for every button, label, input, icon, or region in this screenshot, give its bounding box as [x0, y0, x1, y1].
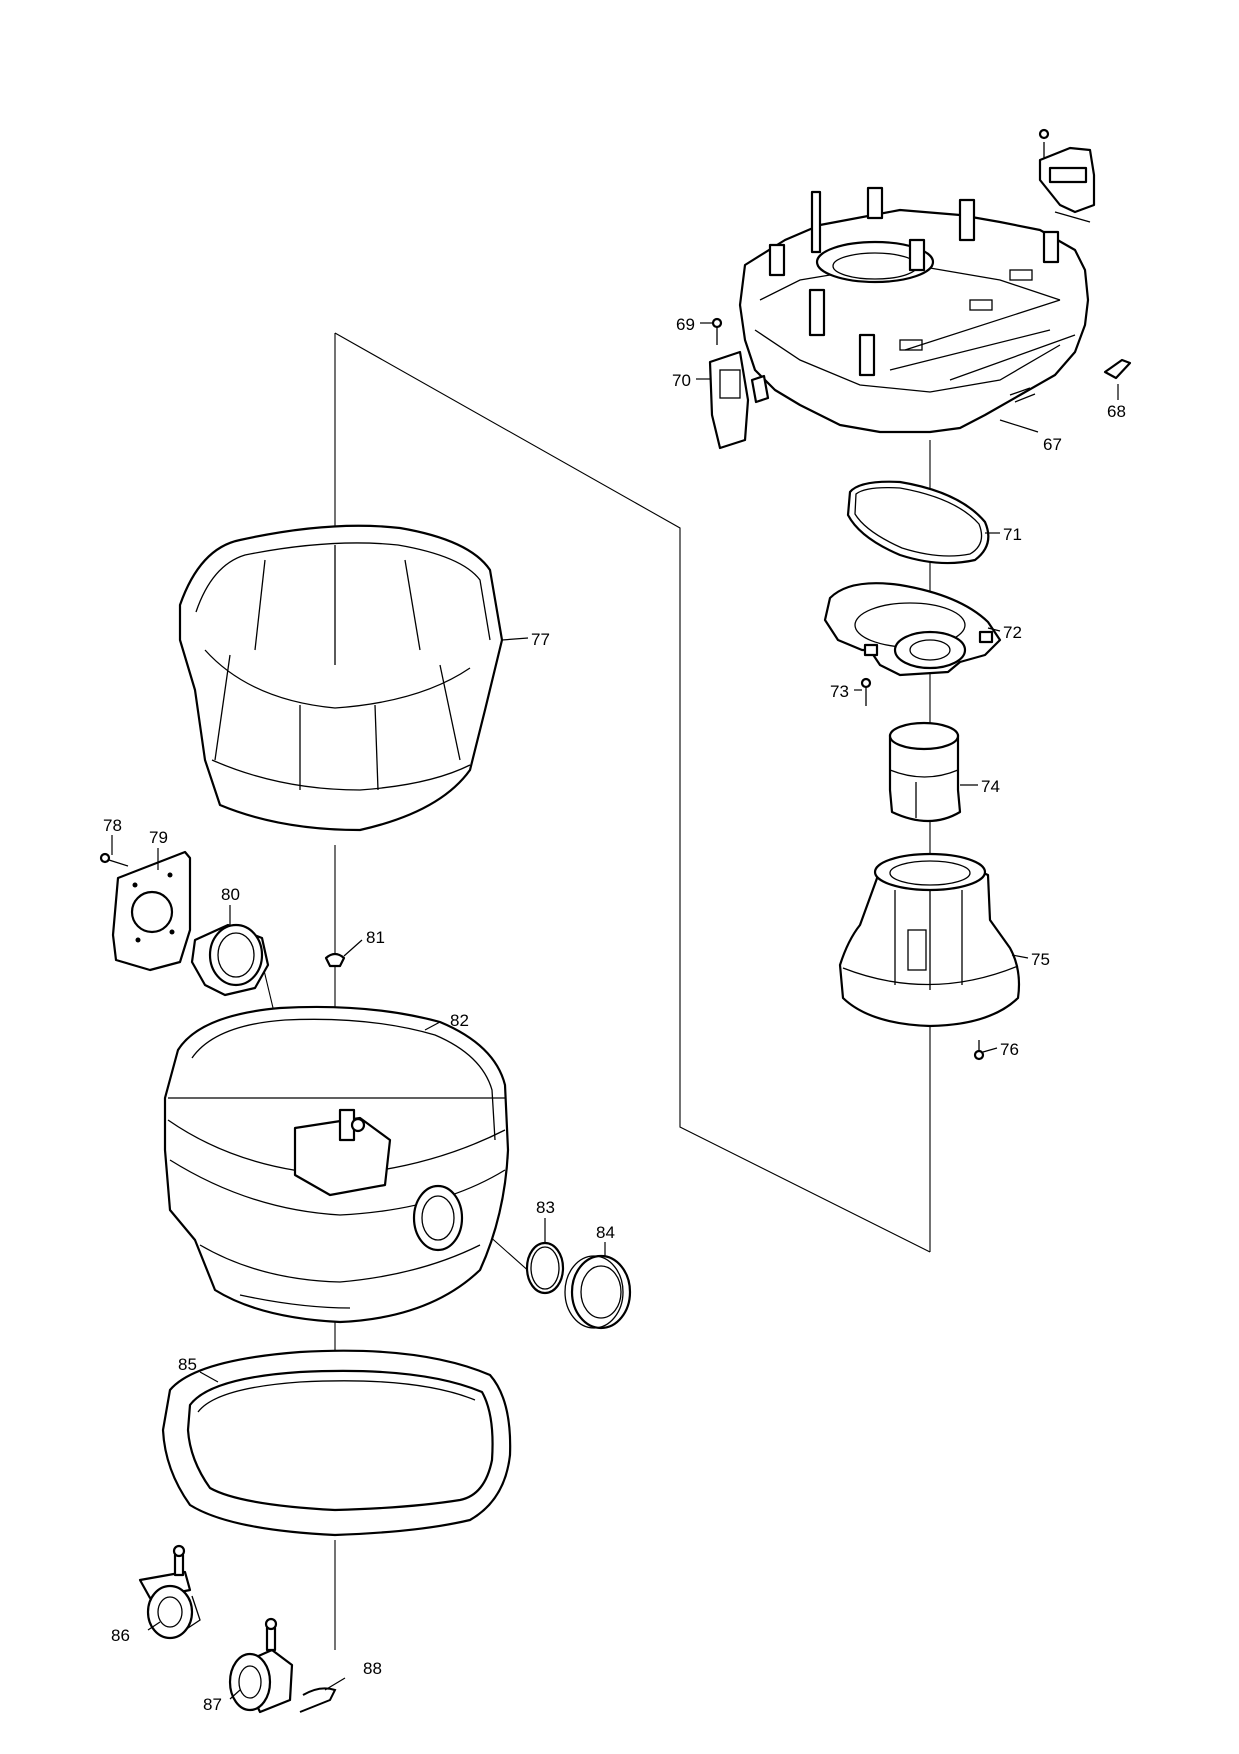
callout-82: 82 — [450, 1011, 469, 1030]
part-74-cylinder — [888, 721, 962, 822]
callout-79: 79 — [149, 828, 168, 847]
part-88-clip — [299, 1687, 337, 1713]
part-81-stopper — [324, 952, 346, 968]
callout-78: 78 — [103, 816, 122, 835]
callout-83: 83 — [536, 1198, 555, 1217]
callout-88: 88 — [363, 1659, 382, 1678]
part-73-screw — [860, 677, 872, 706]
part-75-cage — [838, 852, 1021, 1028]
part-84-ring — [564, 1254, 632, 1330]
callout-numbers: 67 68 69 70 71 72 73 74 75 76 77 78 79 8… — [103, 315, 1126, 1714]
part-80-inlet — [190, 923, 270, 997]
callout-76: 76 — [1000, 1040, 1019, 1059]
part-79-plate — [111, 850, 192, 972]
callout-71: 71 — [1003, 525, 1022, 544]
callout-74: 74 — [981, 777, 1000, 796]
callout-69: 69 — [676, 315, 695, 334]
part-85-base — [161, 1349, 512, 1537]
part-68-latch — [1103, 358, 1132, 380]
part-71-gasket — [846, 480, 990, 565]
callout-73: 73 — [830, 682, 849, 701]
callout-86: 86 — [111, 1626, 130, 1645]
callout-81: 81 — [366, 928, 385, 947]
part-70-flap — [708, 350, 770, 450]
callout-77: 77 — [531, 630, 550, 649]
callout-85: 85 — [178, 1355, 197, 1374]
callout-72: 72 — [1003, 623, 1022, 642]
callout-84: 84 — [596, 1223, 615, 1242]
part-67-housing — [738, 128, 1096, 434]
part-86-caster — [138, 1544, 201, 1640]
part-72-flange — [823, 582, 1002, 677]
part-78-screw — [99, 852, 129, 867]
part-77-basket — [178, 524, 504, 832]
part-83-oring — [525, 1241, 565, 1295]
part-76-screw — [973, 1040, 985, 1061]
callout-67: 67 — [1043, 435, 1062, 454]
callout-80: 80 — [221, 885, 240, 904]
part-87-wheel — [228, 1617, 294, 1714]
part-82-tank — [163, 1005, 510, 1324]
callout-75: 75 — [1031, 950, 1050, 969]
callout-87: 87 — [203, 1695, 222, 1714]
callout-68: 68 — [1107, 402, 1126, 421]
part-69-screw — [711, 317, 723, 345]
callout-leader-lines — [111, 322, 1119, 1700]
callout-70: 70 — [672, 371, 691, 390]
